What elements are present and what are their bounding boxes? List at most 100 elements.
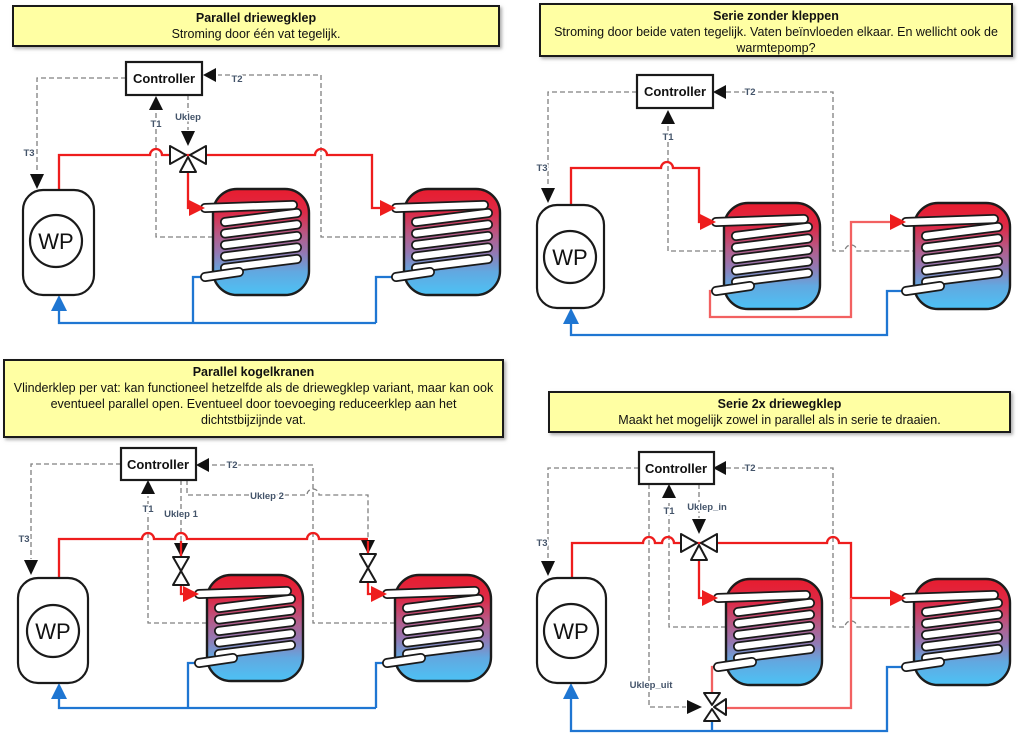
diagram-subtitle: Vlinderklep per vat: kan functioneel het…: [13, 381, 494, 427]
diagram-subtitle: Stroming door één vat tegelijk.: [171, 27, 341, 41]
flow-arrow: [183, 586, 199, 602]
heat-pump-label: WP: [35, 619, 70, 644]
signal-line-uklep2: [186, 480, 369, 539]
flow-arrow: [189, 200, 205, 216]
buffer-vessel-1: [718, 579, 822, 685]
signal-line-t3: [36, 77, 126, 173]
heat-pump: WP: [535, 576, 608, 685]
buffer-vessel-1: [205, 189, 309, 295]
diagram-title: Parallel kogelkranen: [192, 365, 315, 379]
title-box-parallel-driewegklep: Parallel driewegklep Stroming door één v…: [12, 5, 500, 47]
signal-line-t3: [30, 463, 121, 559]
controller-box: [119, 446, 198, 482]
signal-line-t1: [147, 496, 207, 624]
heat-pump-label: WP: [38, 229, 73, 254]
valve-actuator-arrow-icon: [181, 131, 195, 146]
valve-label-uklep: Uklep: [175, 112, 201, 123]
diagram-title: Serie zonder kleppen: [713, 9, 839, 23]
t1-arrow-icon: [149, 96, 163, 110]
controller-label: Controller: [133, 71, 195, 86]
supply-pipe: [57, 147, 380, 210]
heat-pump: WP: [21, 188, 96, 297]
t3-arrow-icon: [24, 560, 38, 575]
signal-line-uklep-uit: [648, 484, 686, 708]
heat-pump-label: WP: [553, 619, 588, 644]
flow-arrow: [563, 308, 579, 324]
flow-arrow: [700, 214, 716, 230]
t3-arrow-icon: [541, 561, 555, 576]
sensor-label-t3: T3: [536, 538, 547, 549]
sensor-label-t2: T2: [744, 463, 755, 474]
sensor-label-t1: T1: [150, 119, 162, 130]
flow-arrow: [371, 586, 387, 602]
title-box-serie-zonder-kleppen: Serie zonder kleppen Stroming door beide…: [539, 3, 1013, 57]
supply-pipe: [570, 535, 890, 600]
flow-arrow: [51, 683, 67, 699]
buffer-vessel-2: [906, 203, 1010, 309]
signal-line-t2: [211, 464, 395, 624]
diagram-subtitle: Maakt het mogelijk zowel in parallel als…: [618, 413, 941, 427]
return-pipe: [569, 665, 906, 733]
signal-line-t1: [155, 112, 213, 238]
buffer-vessel-1: [199, 575, 303, 681]
supply-pipe-branch: [186, 163, 190, 210]
diagram-title: Parallel driewegklep: [195, 11, 317, 25]
t1-arrow-icon: [661, 110, 675, 124]
valve-label-uklep1: Uklep 1: [164, 509, 199, 520]
sensor-label-t1: T1: [142, 504, 154, 515]
return-pipe: [569, 289, 906, 337]
supply-pipe: [57, 531, 368, 578]
flow-arrow: [51, 295, 67, 311]
t1-arrow-icon: [141, 480, 155, 494]
signal-line-t1: [667, 126, 724, 252]
sensor-label-t2: T2: [744, 87, 755, 98]
flow-arrow: [380, 200, 396, 216]
diagram-subtitle: Stroming door beide vaten tegelijk. Vate…: [554, 25, 998, 55]
controller-label: Controller: [644, 84, 706, 99]
signal-line-t3: [547, 91, 637, 187]
controller-label: Controller: [127, 457, 189, 472]
signal-line-t2: [726, 91, 914, 252]
title-box-serie-2x-driewegklep: Serie 2x driewegklep Maakt het mogelijk …: [548, 391, 1011, 433]
flow-arrow: [702, 590, 718, 606]
controller-label: Controller: [645, 461, 707, 476]
t2-arrow-icon: [196, 458, 209, 472]
t2-arrow-icon: [203, 68, 216, 82]
signal-line-t1: [668, 500, 726, 628]
diagram-serie-zonder-kleppen: Controller WP T3 T1 T2: [535, 73, 1010, 337]
controller-box: [637, 450, 716, 486]
series-link-pipe: [726, 598, 853, 710]
heat-pump: WP: [16, 576, 90, 685]
sensor-label-t3: T3: [23, 148, 34, 159]
controller-box: [124, 60, 204, 97]
supply-pipe: [569, 160, 701, 224]
flow-arrow: [563, 683, 579, 699]
ball-valve-1: [172, 556, 190, 586]
t1-arrow-icon: [662, 484, 676, 498]
buffer-vessel-2: [396, 189, 500, 295]
signal-line-t2: [726, 467, 914, 628]
t2-arrow-icon: [713, 461, 726, 475]
ball-valve-2: [359, 553, 377, 583]
sensor-label-t2: T2: [231, 74, 242, 85]
t3-arrow-icon: [541, 188, 555, 203]
diagram-parallel-kogelkranen: Controller WP T3 T1 T2 Uklep 1 Uklep 2: [16, 446, 491, 710]
supply-pipe-branch: [697, 551, 702, 600]
sensor-label-t3: T3: [536, 163, 547, 174]
buffer-vessel-2: [387, 575, 491, 681]
sensor-label-t3: T3: [18, 534, 29, 545]
diagram-title: Serie 2x driewegklep: [717, 397, 842, 411]
buffer-vessel-1: [716, 203, 820, 309]
valve-label-uklep-in: Uklep_in: [687, 502, 727, 513]
t2-arrow-icon: [713, 85, 726, 99]
buffer-vessel-2: [906, 579, 1010, 685]
sensor-label-t1: T1: [663, 506, 675, 517]
valve-in-actuator-arrow-icon: [692, 519, 706, 534]
valve-label-uklep2: Uklep 2: [250, 491, 284, 502]
flow-arrow: [890, 590, 906, 606]
signal-line-t2: [218, 74, 404, 238]
three-way-valve-in: [680, 533, 718, 561]
valve-label-uklep-uit: Uklep_uit: [630, 680, 674, 691]
